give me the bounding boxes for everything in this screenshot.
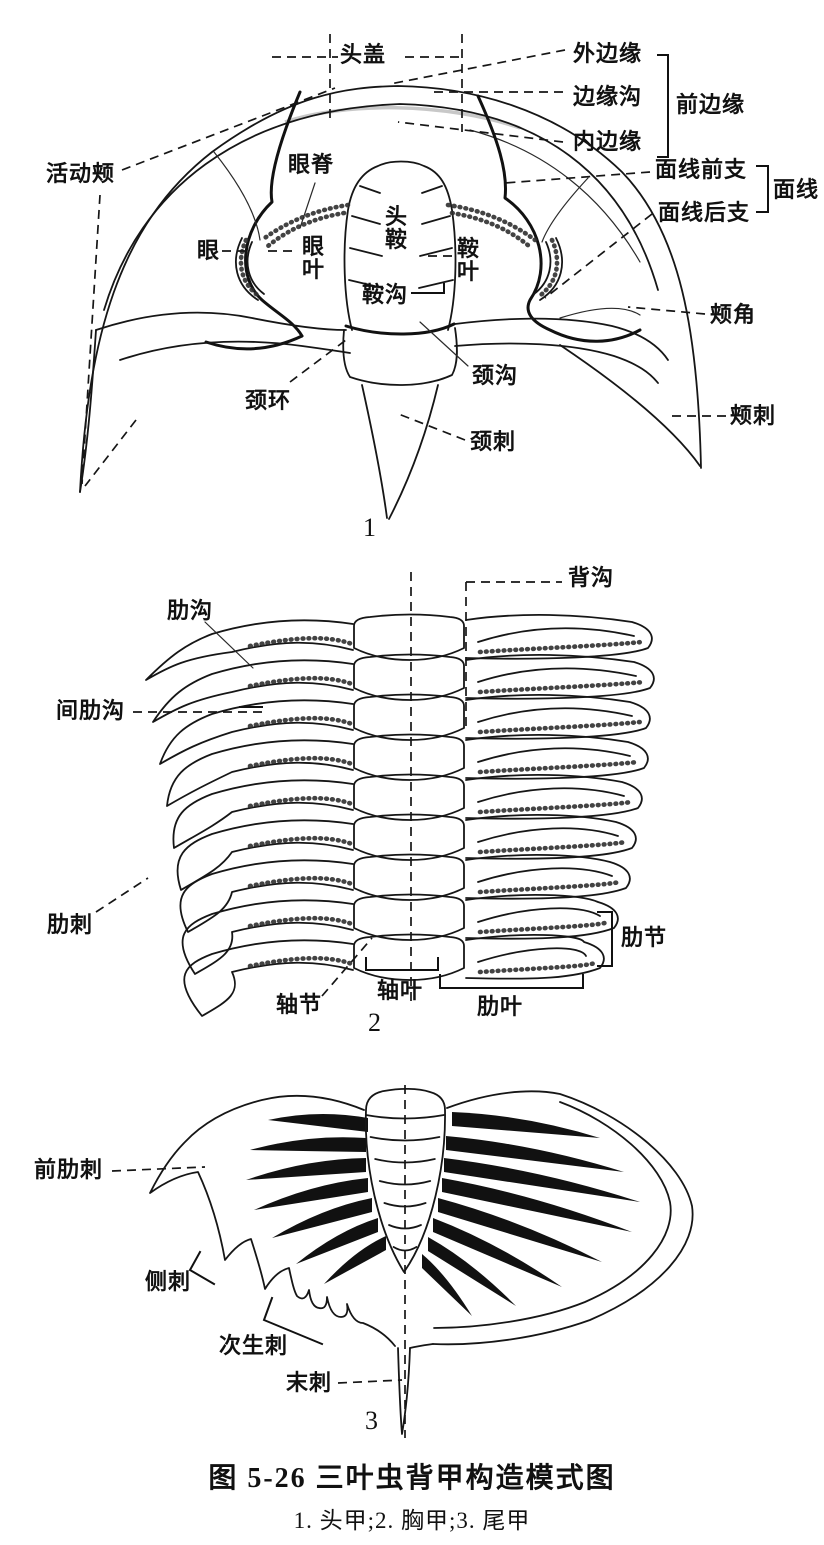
label-terminal-spine: 末刺	[286, 1370, 333, 1395]
label-genal-spine: 颊刺	[730, 403, 777, 428]
cephalon-line-art	[79, 34, 769, 520]
label-interpleural-furrow: 间肋沟	[56, 698, 126, 723]
label-anterior-rib-spine: 前肋刺	[34, 1157, 104, 1182]
thorax-line-art	[95, 572, 655, 1017]
label-pleural-furrow: 肋沟	[167, 598, 214, 623]
label-occipital-ring: 颈环	[245, 388, 292, 413]
label-border-furrow: 边缘沟	[573, 84, 643, 109]
panel-number-2: 2	[368, 1008, 381, 1037]
label-occipital-furrow: 颈沟	[472, 363, 519, 388]
label-eye: 眼	[197, 238, 221, 263]
label-anterior-border: 前边缘	[676, 92, 746, 117]
label-glabellar-lobe: 鞍叶	[456, 236, 479, 285]
label-palpebral-lobe: 眼叶	[301, 234, 324, 283]
label-axial-lobe: 轴叶	[377, 978, 424, 1003]
label-axial-furrow: 背沟	[568, 565, 615, 590]
label-anterior-suture: 面线前支	[655, 157, 748, 182]
label-pleural-segment: 肋节	[621, 925, 668, 950]
label-genal-angle: 颊角	[710, 302, 757, 327]
label-glabellar-furrow: 鞍沟	[362, 282, 409, 307]
pygidium-line-art	[111, 1085, 694, 1438]
label-posterior-suture: 面线后支	[658, 200, 751, 225]
label-eye-ridge: 眼脊	[288, 152, 335, 177]
label-secondary-spine: 次生刺	[219, 1333, 289, 1358]
label-facial-suture: 面线	[773, 177, 820, 202]
label-occipital-spine: 颈刺	[470, 429, 517, 454]
label-free-cheek: 活动颊	[46, 161, 116, 186]
panel-number-3: 3	[365, 1406, 378, 1435]
label-axial-ring: 轴节	[276, 992, 323, 1017]
label-lateral-spine: 侧刺	[145, 1269, 192, 1294]
label-cranidium: 头盖	[340, 42, 387, 67]
label-pleural-lobe: 肋叶	[477, 994, 524, 1019]
label-glabella: 头鞍	[384, 204, 407, 253]
label-inner-border: 内边缘	[573, 129, 643, 154]
figure-caption: 图 5-26 三叶虫背甲构造模式图	[208, 1463, 616, 1494]
label-outer-border: 外边缘	[573, 41, 643, 66]
panel-number-1: 1	[363, 513, 376, 542]
label-pleural-spine: 肋刺	[47, 912, 94, 937]
figure-caption-key: 1. 头甲;2. 胸甲;3. 尾甲	[293, 1508, 531, 1533]
